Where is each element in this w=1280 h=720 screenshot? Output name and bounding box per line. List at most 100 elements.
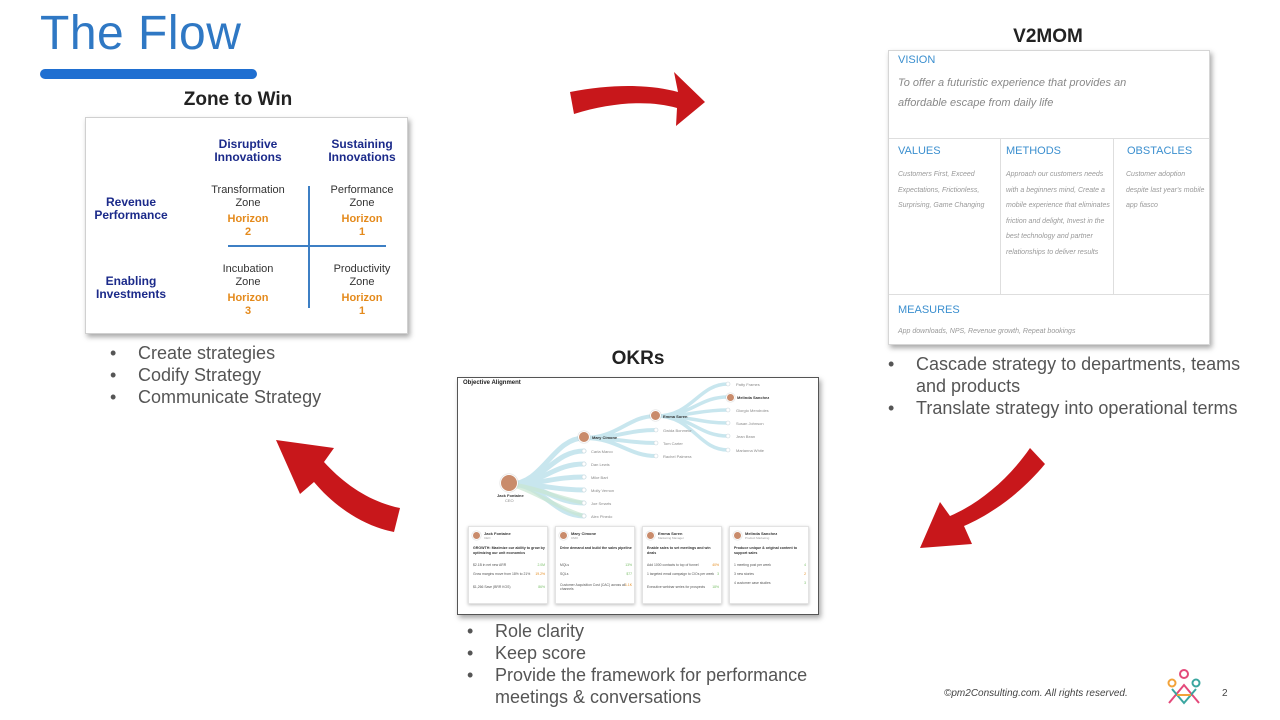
tree-node-name: Molly Vernon [591,488,615,493]
col-header-disruptive: Disruptive Innovations [214,137,282,164]
card-role: Product Marketing [745,536,770,540]
key-result: 1 targeted email campaign to CIOs per we… [647,572,719,576]
tree-node-name: Mike Bart [591,475,608,480]
card-objective: Enable sales to set meetings and win dea… [647,546,711,555]
col-header-sustaining: Sustaining Innovations [328,137,396,164]
avatar [733,531,742,540]
performance-zone: Performance Zone [330,184,394,209]
bullet-item: Codify Strategy [108,364,408,386]
tree-node-name: Mary Cimone [592,435,618,440]
avatar [726,393,735,402]
tree-node-name: Tom Carter [663,441,683,446]
values-label: VALUES [898,145,941,157]
card-name: Mary Cimone [571,531,597,536]
tree-node-name: Marianna White [736,448,765,453]
tree-node-name: Patty Frames [736,382,760,387]
matrix-horizontal-divider [228,245,386,247]
methods-text: Approach our customers needs with a begi… [1006,171,1110,256]
card-objective: Drive demand and build the sales pipelin… [560,546,632,550]
divider [889,294,1209,295]
bullet-item: Communicate Strategy [108,386,408,408]
methods-label: METHODS [1006,145,1061,157]
zone-to-win-matrix: Disruptive Innovations Sustaining Innova… [85,117,408,334]
tree-node-name: Joe Smarts [591,501,612,506]
okrs-bullets: Role clarity Keep score Provide the fram… [465,620,865,708]
card-role: CMO [571,536,578,540]
bullet-item: Create strategies [108,342,408,364]
tree-node-name: Melinda Sanchez [737,395,770,400]
row-header-enabling: Enabling Investments [95,274,167,301]
transformation-zone: Transformation Zone [211,184,285,209]
arrow-down-left-icon [920,448,1045,548]
key-result: SQLs$77 [560,572,632,576]
avatar [578,431,590,443]
incubation-zone: Incubation Zone [222,263,274,288]
avatar [646,531,655,540]
bullet-item: Role clarity [465,620,865,642]
measures-label: MEASURES [898,304,960,316]
title-underline [40,69,257,79]
productivity-zone: Productivity Zone [333,263,391,288]
matrix-vertical-divider [308,186,310,308]
measures-text: App downloads, NPS, Revenue growth, Repe… [898,328,1076,335]
v2mom-heading: V2MOM [1013,26,1083,47]
card-name: Emma Soren [658,531,683,536]
okr-alignment-panel: Objective Alignment [457,377,819,615]
zone-to-win-heading: Zone to Win [183,89,293,110]
okrs-heading: OKRs [611,348,665,369]
tree-node-name: Gwida Bonmeur [663,428,692,433]
root-name: Jack Fontaine [497,493,524,498]
slide-title: The Flow [40,7,242,60]
horizon-1-label: Horizon 1 [341,213,383,238]
obstacles-label: OBSTACLES [1127,145,1193,157]
okr-panel-title: Objective Alignment [463,380,521,386]
arrow-up-left-icon [276,440,400,532]
card-role: Marketing Manager [658,536,684,540]
divider [1000,139,1001,294]
tree-node-name: Susan Johnson [736,421,764,426]
bullet-item: Cascade strategy to departments, teams a… [886,353,1246,397]
avatar [472,531,481,540]
key-result: Grow margins move from 18% to 21%19.2% [473,572,545,576]
okr-card[interactable]: Mary Cimone CMO Drive demand and build t… [555,526,635,604]
tree-node-name: Giorgio Mendroles [736,408,769,413]
v2mom-bullets: Cascade strategy to departments, teams a… [886,353,1246,419]
horizon-3-label: Horizon 3 [227,292,269,317]
vision-label: VISION [898,54,936,66]
arrow-right-icon [570,72,705,126]
key-result: Customer Acquisition Cost (CAC) across a… [560,583,632,591]
avatar [500,474,518,492]
divider [1113,139,1114,294]
zone-to-win-bullets: Create strategies Codify Strategy Commun… [108,342,408,408]
row-header-revenue: Revenue Performance [94,195,168,222]
avatar [559,531,568,540]
okr-card[interactable]: Jack Fontaine CEO GROWTH: Maximize our a… [468,526,548,604]
card-objective: Produce unique & original content to sup… [734,546,798,555]
tree-node-name: Carla Marco [591,449,613,454]
vision-text: To offer a futuristic experience that pr… [898,77,1127,109]
bullet-item: Keep score [465,642,865,664]
page-number: 2 [1222,688,1228,699]
pm2-logo-icon [1167,669,1201,705]
tree-node-name: Jean Bean [736,434,756,439]
horizon-1-label-b: Horizon 1 [341,292,383,317]
bullet-item: Provide the framework for performance me… [465,664,865,708]
tree-node-name: Emma Soren [663,414,688,419]
okr-card[interactable]: Emma Soren Marketing Manager Enable sale… [642,526,722,604]
tree-node-name: Rachel Palmera [663,454,692,459]
key-result: $1,266 Save (BRR KOS)86% [473,585,545,589]
alignment-tree-links [507,381,731,519]
card-name: Jack Fontaine [484,531,511,536]
tree-node-name: Alex Pinedo [591,514,613,519]
card-role: CEO [484,536,491,540]
okr-card[interactable]: Melinda Sanchez Product Marketing Produc… [729,526,809,604]
root-role: CEO [505,498,514,503]
bullet-item: Translate strategy into operational term… [886,397,1246,419]
obstacles-text: Customer adoption despite last year's mo… [1126,171,1205,209]
